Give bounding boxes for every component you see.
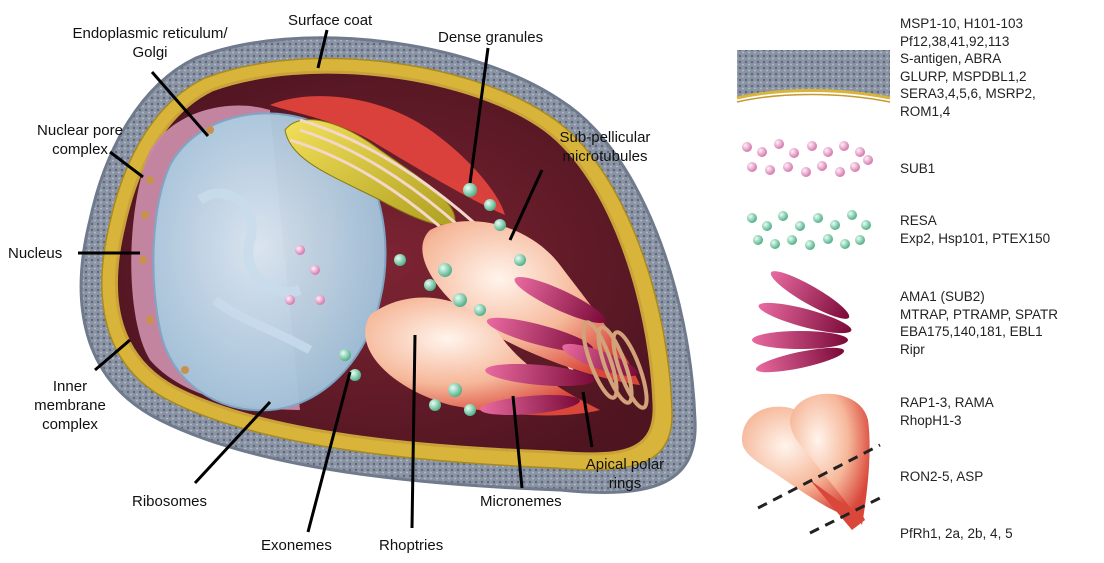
label-dense-granules: Dense granules bbox=[438, 28, 543, 47]
label-exonemes: Exonemes bbox=[261, 536, 332, 555]
legend-pink-granule-proteins: SUB1 bbox=[900, 160, 935, 178]
legend-rhoptry-bulb-proteins: RAP1-3, RAMA RhopH1-3 bbox=[900, 394, 994, 429]
legend-green-granules-icon bbox=[747, 210, 871, 250]
label-er-golgi: Endoplasmic reticulum/ Golgi bbox=[45, 24, 255, 62]
label-surface-coat: Surface coat bbox=[288, 11, 372, 30]
label-ribosomes: Ribosomes bbox=[132, 492, 207, 511]
legend-rhoptry-tip-proteins: PfRh1, 2a, 2b, 4, 5 bbox=[900, 525, 1013, 543]
legend-green-granule-proteins: RESA Exp2, Hsp101, PTEX150 bbox=[900, 212, 1050, 247]
legend-pink-granules-icon bbox=[742, 139, 873, 177]
label-rhoptries: Rhoptries bbox=[379, 536, 443, 555]
label-nucleus: Nucleus bbox=[8, 244, 62, 263]
legend-micronemes-icon bbox=[752, 265, 854, 377]
label-micronemes: Micronemes bbox=[480, 492, 562, 511]
label-inner-membrane: Inner membrane complex bbox=[25, 377, 115, 434]
legend-rhoptries-icon bbox=[742, 394, 880, 533]
label-apical-polar: Apical polar rings bbox=[560, 455, 690, 493]
legend-rhoptry-neck-proteins: RON2-5, ASP bbox=[900, 468, 983, 486]
label-nuclear-pore: Nuclear pore complex bbox=[15, 121, 145, 159]
label-subpellicular: Sub-pellicular microtubules bbox=[525, 128, 685, 166]
legend-microneme-proteins: AMA1 (SUB2) MTRAP, PTRAMP, SPATR EBA175,… bbox=[900, 288, 1058, 358]
legend-surface-icon bbox=[737, 50, 890, 102]
legend-surface-proteins: MSP1-10, H101-103 Pf12,38,41,92,113 S-an… bbox=[900, 15, 1036, 120]
